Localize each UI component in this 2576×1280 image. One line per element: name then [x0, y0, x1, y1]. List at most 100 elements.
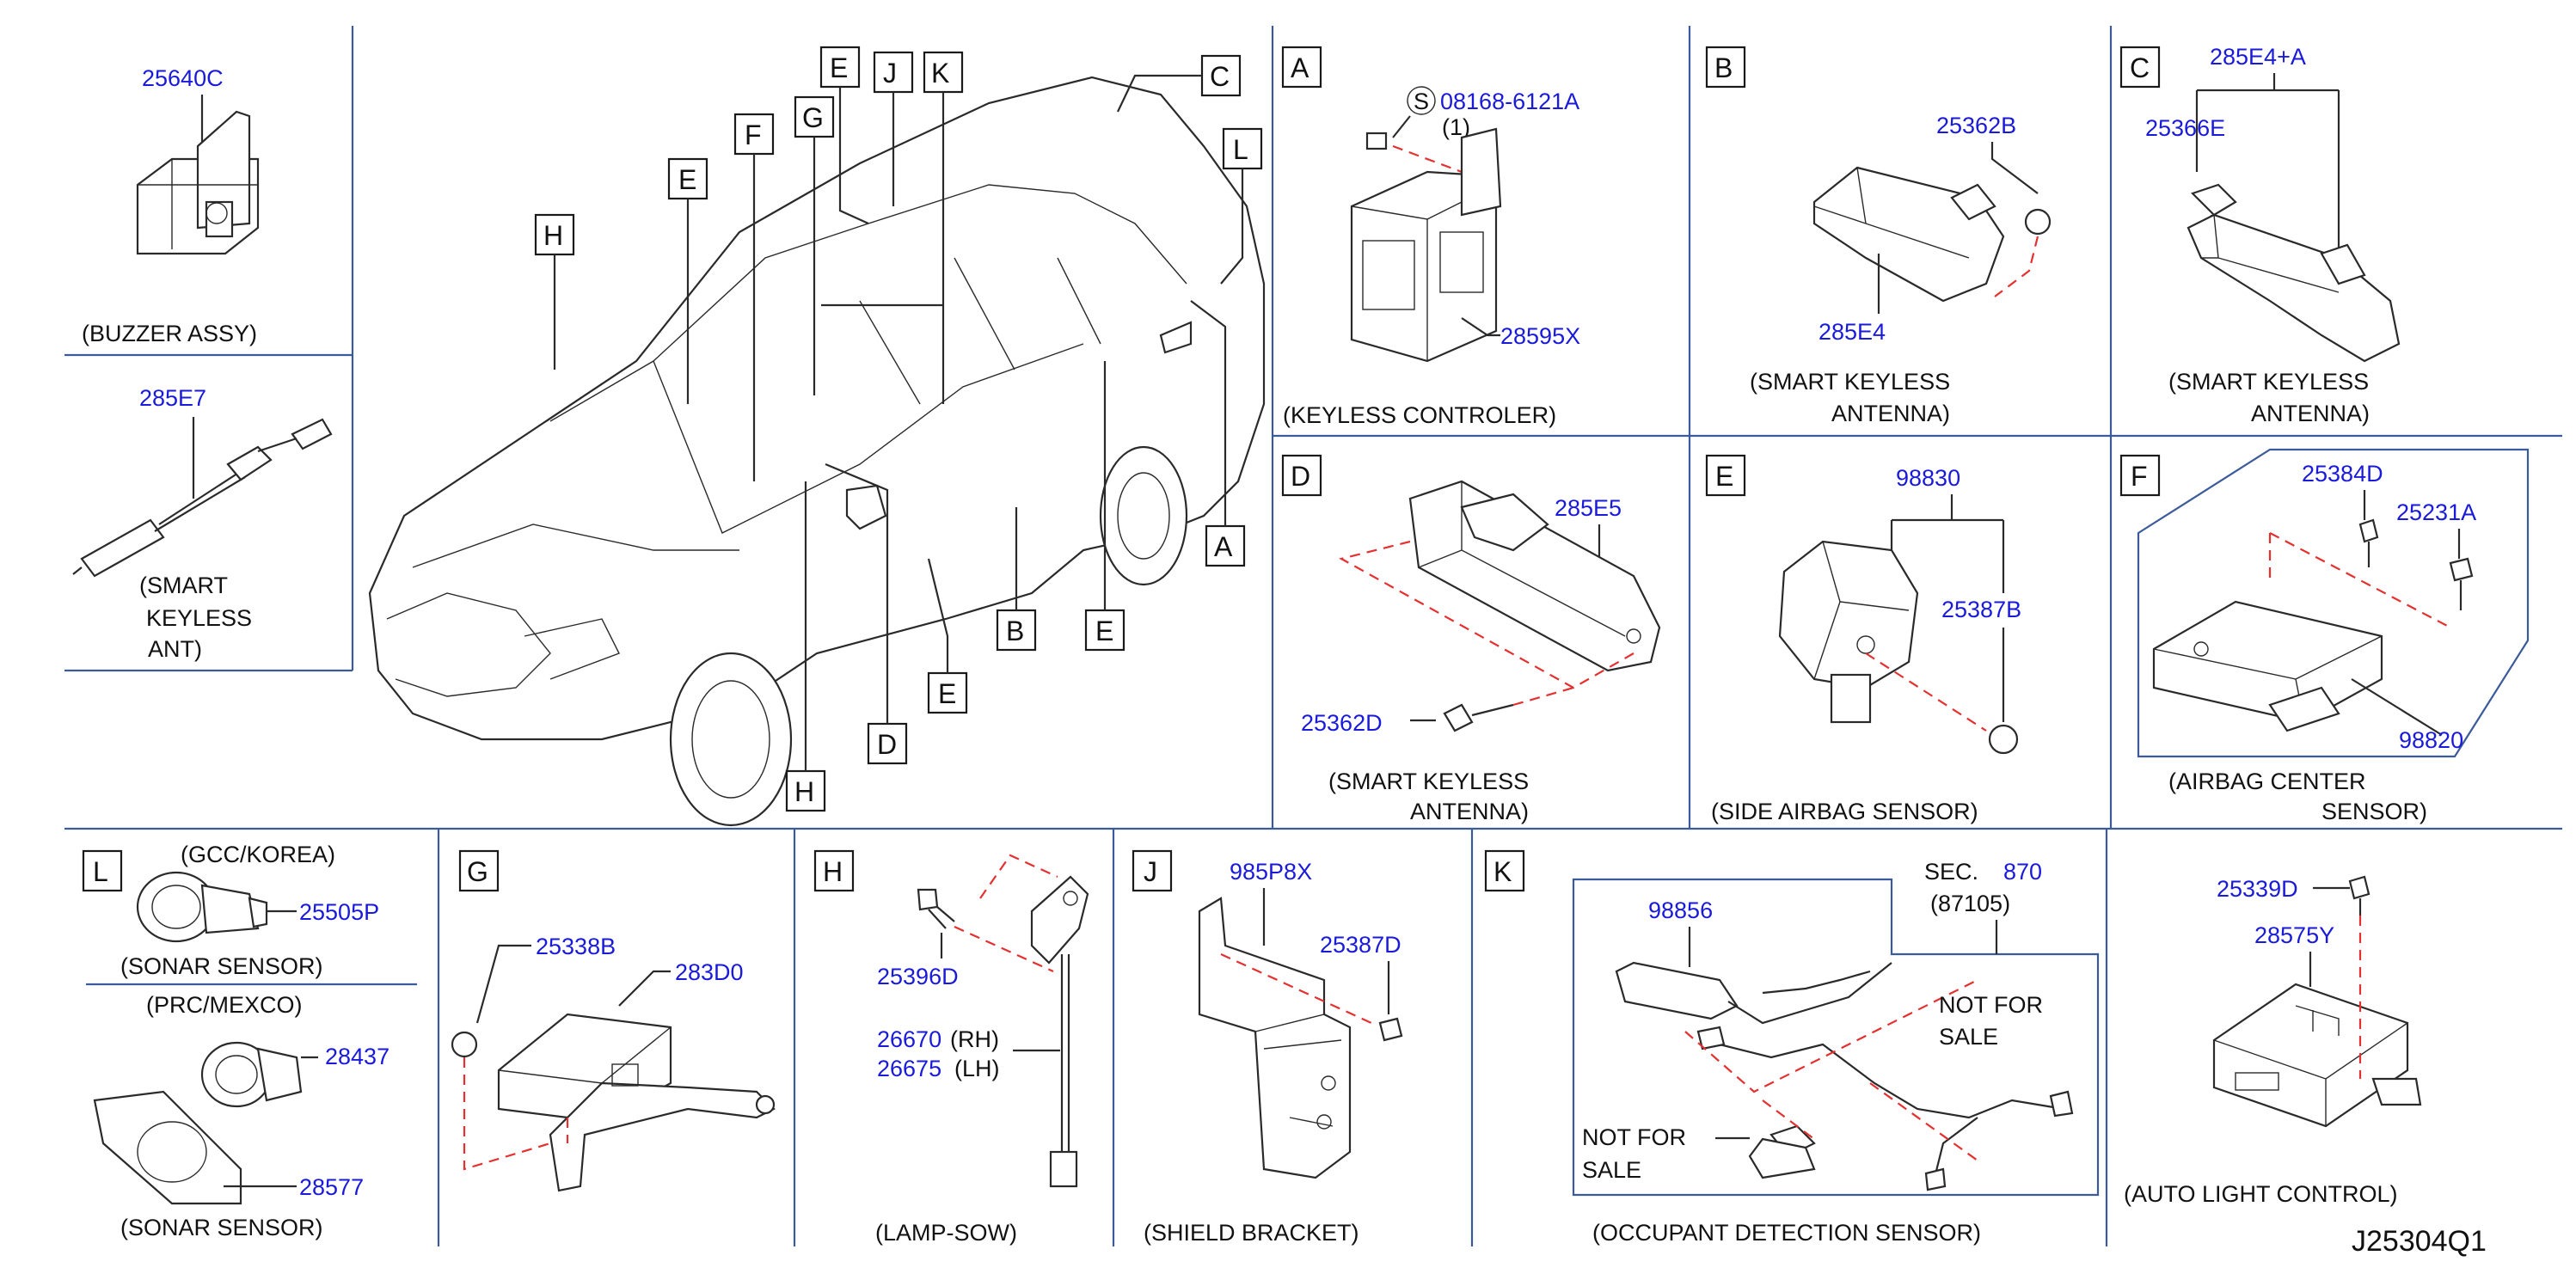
panel-smart-keyless-ant: 285E7 (SMART KEYLESS ANT): [72, 385, 333, 662]
panel-B-part-number: 285E4: [1819, 319, 1886, 345]
svg-text:J: J: [1144, 856, 1157, 887]
callout-H-1[interactable]: H: [534, 213, 575, 256]
svg-text:L: L: [1233, 134, 1248, 165]
panel-H-lh: (LH): [954, 1056, 1000, 1081]
callout-K[interactable]: K: [923, 51, 964, 94]
svg-text:G: G: [467, 856, 488, 887]
sonar-sensor-2-icon: [93, 1041, 303, 1205]
svg-text:G: G: [802, 102, 824, 133]
panel-A-caption: (KEYLESS CONTROLER): [1283, 402, 1556, 428]
panel-F-letter: F: [2119, 454, 2161, 497]
svg-text:F: F: [2131, 461, 2148, 492]
panel-D-smart-keyless-antenna: D 285E5 25362D (SMART KEYLESS ANTENNA): [1281, 454, 1661, 824]
callout-F[interactable]: F: [733, 113, 775, 156]
screw-D-icon: [1443, 703, 1514, 732]
svg-text:K: K: [1493, 856, 1512, 887]
panel-K-letter: K: [1484, 849, 1525, 892]
panel-H-rh: (RH): [950, 1026, 999, 1052]
panel-K-sec-number: 870: [2003, 859, 2042, 885]
svg-text:C: C: [1210, 61, 1230, 92]
svg-text:E: E: [830, 52, 848, 83]
panel-H-lamp-sow: H 25396D 26670 26675 (RH) (LH) (LAMP-SOW…: [813, 849, 1089, 1246]
keyless-ant-caption-2: KEYLESS: [146, 605, 252, 631]
svg-text:B: B: [1714, 52, 1733, 83]
svg-text:A: A: [1291, 52, 1309, 83]
panel-J-nut-number: 25387D: [1320, 932, 1401, 958]
callout-L[interactable]: L: [1222, 127, 1263, 170]
panel-L-part2-number: 28437: [325, 1044, 389, 1069]
panel-K-caption: (OCCUPANT DETECTION SENSOR): [1592, 1220, 1981, 1246]
callout-D[interactable]: D: [867, 722, 908, 765]
panel-L-caption1: (SONAR SENSOR): [120, 953, 323, 979]
svg-text:E: E: [678, 164, 696, 195]
panel-K-nfs2-line2: SALE: [1582, 1157, 1641, 1183]
callout-E-3[interactable]: E: [1084, 609, 1125, 652]
panel-B-nut-number: 25362B: [1936, 113, 2016, 138]
screw-H-icon: [917, 888, 955, 929]
panel-G: G 25338B 283D0: [451, 849, 776, 1192]
callout-J[interactable]: J: [873, 51, 914, 94]
svg-text:D: D: [877, 729, 897, 760]
panel-E-side-airbag-sensor: E 98830 25387B (SIDE AIRBAG SENSOR): [1705, 454, 2021, 824]
svg-text:D: D: [1291, 461, 1310, 492]
panel-K-nfs2-line1: NOT FOR: [1582, 1124, 1686, 1150]
s-mark: S: [1414, 89, 1429, 114]
panel-F-airbag-center-sensor: F 25384D 25231A 98820 (AIRBAG CENTER SEN…: [2119, 448, 2530, 824]
panel-C-kit-number: 285E4+A: [2210, 44, 2306, 70]
occupant-sensor-icon: [1615, 961, 2074, 1191]
keyless-ant-caption-1: (SMART: [139, 573, 228, 598]
buzzer-part-number: 25640C: [142, 65, 224, 91]
panel-K-frame: [1572, 878, 2100, 1197]
panel-F-part-number: 98820: [2399, 727, 2463, 753]
callout-E-2[interactable]: E: [667, 157, 708, 200]
buzzer-icon: [136, 110, 260, 255]
panel-D-caption-1: (SMART KEYLESS: [1328, 769, 1529, 794]
svg-text:L: L: [93, 856, 108, 887]
vehicle-illustration: [368, 76, 1266, 827]
panel-F-bolt2-number: 25231A: [2396, 499, 2476, 525]
panel-B-letter: B: [1705, 46, 1746, 89]
svg-text:H: H: [543, 220, 563, 251]
svg-text:C: C: [2130, 52, 2150, 83]
panel-E-nut-number: 25387B: [1941, 597, 2021, 622]
panel-K-nfs1-line1: NOT FOR: [1939, 992, 2043, 1018]
panel-F-caption-2: SENSOR): [2321, 799, 2427, 824]
callout-A[interactable]: A: [1205, 524, 1246, 567]
panel-A-keyless-controller: A S 08168-6121A (1) 28595X (KEYLESS CONT…: [1281, 46, 1580, 428]
keyless-ant-part-number: 285E7: [139, 385, 206, 411]
callout-H-2[interactable]: H: [785, 769, 826, 812]
callout-leaders: [553, 74, 1244, 771]
panel-G-nut-number: 25338B: [536, 934, 616, 959]
callout-G[interactable]: G: [794, 95, 835, 138]
panel-H-letter: H: [813, 849, 855, 892]
callout-E-1[interactable]: E: [819, 46, 861, 89]
panel-G-part-number: 283D0: [675, 959, 744, 985]
panel-D-letter: D: [1281, 454, 1322, 497]
panel-K-part-number: 98856: [1648, 897, 1713, 923]
panel-K-occupant-detection: K SEC. 870 (87105) 98856 NOT FOR SALE NO…: [1484, 849, 2100, 1246]
module-G-icon: [451, 1013, 776, 1192]
antenna-D-icon: [1408, 480, 1661, 672]
panel-K-nfs1-line2: SALE: [1939, 1024, 1998, 1050]
sonar-sensor-1-icon: [136, 871, 268, 943]
panel-L-sonar-sensor: L (GCC/KOREA) 25505P (SONAR SENSOR) (PRC…: [82, 842, 389, 1240]
panel-K-sec-label: SEC.: [1924, 859, 1978, 885]
panel-L-caption2: (SONAR SENSOR): [120, 1215, 323, 1240]
svg-text:F: F: [745, 119, 762, 150]
callout-B[interactable]: B: [996, 609, 1037, 652]
panel-vehicle-overview: E J K G F E H C L A B E E D H: [368, 46, 1266, 827]
panel-D-screw-number: 25362D: [1301, 710, 1383, 736]
callout-E-4[interactable]: E: [927, 671, 968, 714]
lamp-sow-icon: [1030, 875, 1089, 1188]
antenna-B-icon: [1812, 166, 2052, 303]
shield-bracket-icon: [1198, 897, 1403, 1179]
svg-text:E: E: [1715, 461, 1733, 492]
panel-E-part-number: 98830: [1896, 465, 1960, 491]
svg-text:J: J: [883, 58, 897, 89]
panel-A-bolt-number: 08168-6121A: [1440, 89, 1579, 114]
keyless-controller-icon: [1350, 127, 1502, 363]
callout-C[interactable]: C: [1200, 54, 1242, 97]
panel-J-caption: (SHIELD BRACKET): [1144, 1220, 1359, 1246]
